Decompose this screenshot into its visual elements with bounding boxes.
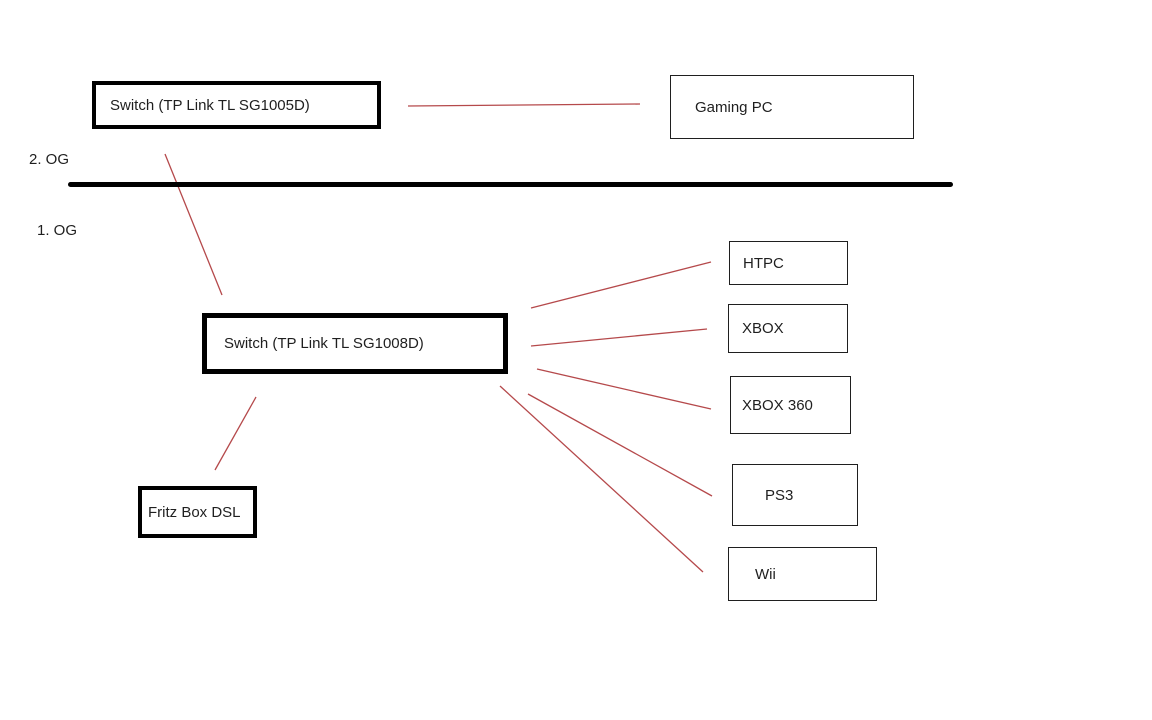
connection-switch_upper-switch_lower bbox=[164, 153, 223, 296]
node-label: Switch (TP Link TL SG1005D) bbox=[110, 96, 310, 114]
node-fritz-box: Fritz Box DSL bbox=[138, 486, 257, 538]
node-label: Gaming PC bbox=[695, 98, 773, 116]
connection-switch_upper-gaming_pc bbox=[407, 103, 641, 107]
node-htpc: HTPC bbox=[729, 241, 848, 285]
node-label: HTPC bbox=[743, 254, 784, 272]
connection-switch_lower-fritz_box bbox=[214, 396, 257, 471]
node-wii: Wii bbox=[728, 547, 877, 601]
floor-divider-line bbox=[68, 182, 953, 187]
node-ps3: PS3 bbox=[732, 464, 858, 526]
floor-label-2og: 2. OG bbox=[29, 151, 70, 168]
connection-switch_lower-ps3 bbox=[527, 393, 713, 497]
connection-switch_lower-xbox_360 bbox=[536, 368, 712, 410]
node-switch-sg1008d: Switch (TP Link TL SG1008D) bbox=[202, 313, 508, 374]
connection-switch_lower-xbox bbox=[530, 328, 708, 347]
node-label: XBOX bbox=[742, 320, 784, 337]
node-xbox: XBOX bbox=[728, 304, 848, 353]
connection-switch_lower-wii bbox=[499, 385, 704, 573]
node-xbox-360: XBOX 360 bbox=[730, 376, 851, 434]
node-label: Wii bbox=[755, 565, 776, 583]
node-label: Switch (TP Link TL SG1008D) bbox=[224, 335, 424, 352]
node-switch-sg1005d: Switch (TP Link TL SG1005D) bbox=[92, 81, 381, 129]
node-label: Fritz Box DSL bbox=[148, 503, 241, 521]
node-gaming-pc: Gaming PC bbox=[670, 75, 914, 139]
floor-label-1og: 1. OG bbox=[37, 222, 78, 239]
node-label: PS3 bbox=[765, 486, 794, 504]
node-label: XBOX 360 bbox=[742, 396, 813, 414]
connection-switch_lower-htpc bbox=[530, 261, 712, 309]
